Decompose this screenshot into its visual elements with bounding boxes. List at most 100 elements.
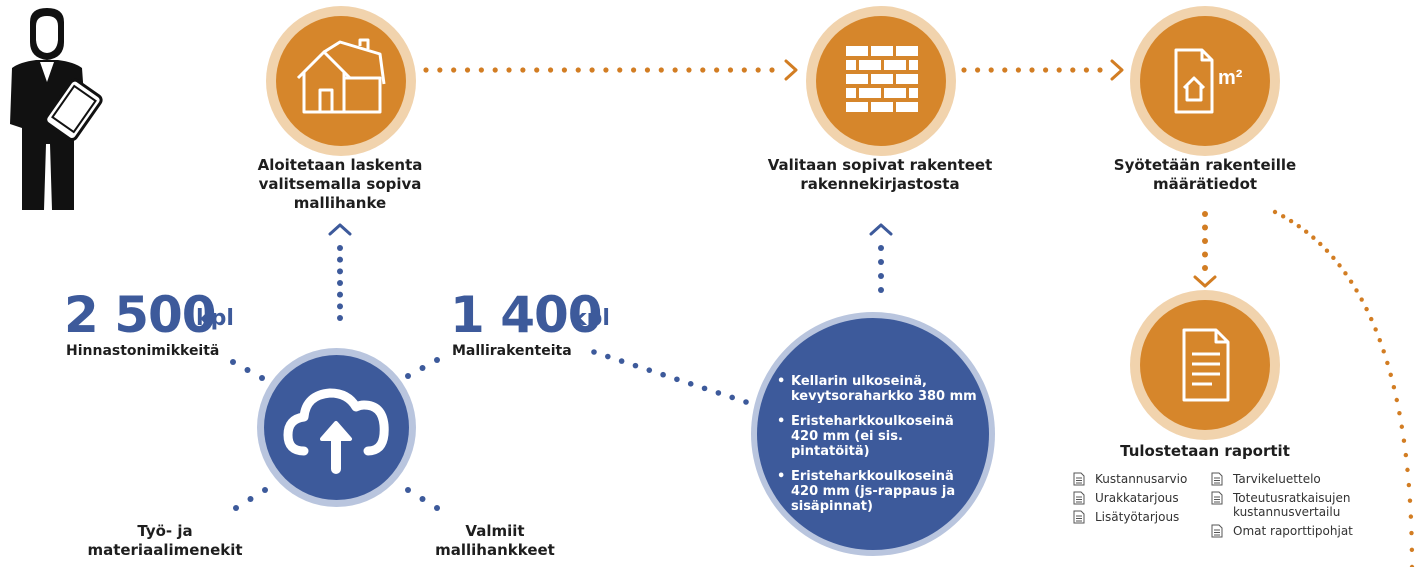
connector-dot xyxy=(1407,498,1413,503)
step-start-disc xyxy=(276,16,406,146)
structure-example: Kellarin ulkoseinä, kevytsoraharkko 380 … xyxy=(775,374,985,404)
connector-dot xyxy=(1397,410,1402,416)
connector-dot xyxy=(1337,263,1342,268)
chevron-up-icon xyxy=(869,223,893,236)
connector-dot xyxy=(988,67,994,73)
dots-hub-to-start xyxy=(337,245,343,321)
connector-dot xyxy=(741,67,747,73)
connector-dot xyxy=(492,67,498,73)
connector-dot xyxy=(434,505,440,511)
document-icon xyxy=(1211,524,1223,538)
connector-dot xyxy=(589,67,595,73)
connector-dot xyxy=(1348,279,1354,284)
structure-examples-circle: Kellarin ulkoseinä, kevytsoraharkko 380 … xyxy=(757,318,989,550)
connector-dot xyxy=(631,67,637,73)
connector-dot xyxy=(1318,241,1323,247)
cloud-upload-icon xyxy=(283,388,389,474)
connector-dot xyxy=(1354,288,1359,293)
step-quantities-disc: m² xyxy=(1140,16,1270,146)
connector-dot xyxy=(1097,67,1103,73)
connector-dot xyxy=(603,67,609,73)
dots-stat-to-bigcircle xyxy=(591,349,749,405)
report-item: Kustannusarvio xyxy=(1073,472,1193,486)
connector-dot xyxy=(230,359,236,365)
hub-label-projects: Valmiit mallihankkeet xyxy=(435,522,555,559)
floorplan-area-icon: m² xyxy=(1174,48,1243,114)
connector-dot xyxy=(337,268,343,275)
stat-items-unit: kpl xyxy=(196,306,234,331)
connector-dot xyxy=(437,67,443,73)
dots-structures-to-quantities xyxy=(961,67,1103,73)
connector-dot xyxy=(575,67,581,73)
report-item: Lisätyötarjous xyxy=(1073,510,1193,524)
document-icon xyxy=(1211,491,1223,505)
connector-dot xyxy=(632,362,639,369)
connector-dot xyxy=(1029,67,1035,73)
connector-dot xyxy=(1331,255,1336,261)
chevron-up-icon xyxy=(328,223,352,236)
connector-dot xyxy=(715,390,722,396)
connector-dot xyxy=(975,67,981,73)
structure-examples-list: Kellarin ulkoseinä, kevytsoraharkko 380 … xyxy=(775,374,985,524)
report-item: Urakkatarjous xyxy=(1073,491,1193,505)
connector-dot xyxy=(1409,547,1415,553)
stat-structures-unit: kpl xyxy=(572,306,610,331)
hub-label-materials: Työ- ja materiaalimenekit xyxy=(87,522,243,559)
connector-dot xyxy=(520,67,526,73)
connector-dot xyxy=(878,273,884,279)
connector-dot xyxy=(660,371,666,378)
connector-dot xyxy=(1202,238,1208,244)
stat-structures-number: 1 400 xyxy=(450,286,603,344)
connector-dot xyxy=(244,367,251,373)
connector-dot xyxy=(423,67,429,73)
connector-dot xyxy=(618,358,625,364)
connector-dot xyxy=(1359,297,1364,302)
connector-dot xyxy=(729,394,735,401)
connector-dot xyxy=(1381,349,1386,354)
connector-dot xyxy=(405,487,411,493)
connector-dot xyxy=(1406,482,1412,488)
connector-dot xyxy=(247,496,254,502)
connector-dot xyxy=(591,349,597,355)
connector-dot xyxy=(644,67,651,73)
connector-dot xyxy=(714,67,720,73)
connector-dot xyxy=(1388,372,1393,378)
connector-dot xyxy=(1056,67,1062,73)
connector-dot xyxy=(1343,271,1348,276)
connector-dot xyxy=(1015,67,1022,73)
connector-dot xyxy=(1043,67,1049,73)
connector-dot xyxy=(686,67,692,73)
connector-dot xyxy=(727,67,734,73)
connector-dot xyxy=(1202,224,1208,231)
connector-dot xyxy=(1303,229,1309,234)
report-list-right: Tarvikeluettelo Toteutusratkaisujen kust… xyxy=(1211,472,1361,543)
stat-items-caption: Hinnastonimikkeitä xyxy=(66,343,220,359)
dots-quantities-curve xyxy=(1272,209,1415,567)
connector-dot xyxy=(1399,424,1405,429)
document-icon xyxy=(1073,472,1085,486)
connector-dot xyxy=(337,256,343,263)
stat-items-number: 2 500 xyxy=(64,286,217,344)
report-item: Omat raporttipohjat xyxy=(1211,524,1361,538)
connector-dot xyxy=(337,245,343,251)
connector-dot xyxy=(617,67,623,73)
report-item: Toteutusratkaisujen kustannusvertailu xyxy=(1211,491,1361,519)
hub-circle xyxy=(264,355,409,500)
connector-dot xyxy=(1280,214,1286,219)
document-icon xyxy=(1073,510,1085,524)
connector-dot xyxy=(1373,327,1378,332)
connector-dot xyxy=(1202,265,1208,271)
step-reports-label: Tulostetaan raportit xyxy=(1120,442,1290,460)
connector-dot xyxy=(1385,360,1390,366)
connector-dot xyxy=(1405,467,1410,473)
connector-dot xyxy=(534,67,540,73)
step-structures-disc xyxy=(816,16,946,146)
dots-start-to-structures xyxy=(423,67,775,73)
connector-dot xyxy=(1369,316,1374,322)
connector-dot xyxy=(1324,248,1330,253)
connector-dot xyxy=(687,381,694,387)
report-item: Tarvikeluettelo xyxy=(1211,472,1361,486)
area-unit: m² xyxy=(1218,67,1243,89)
step-start-label: Aloitetaan laskenta valitsemalla sopiva … xyxy=(257,156,423,212)
